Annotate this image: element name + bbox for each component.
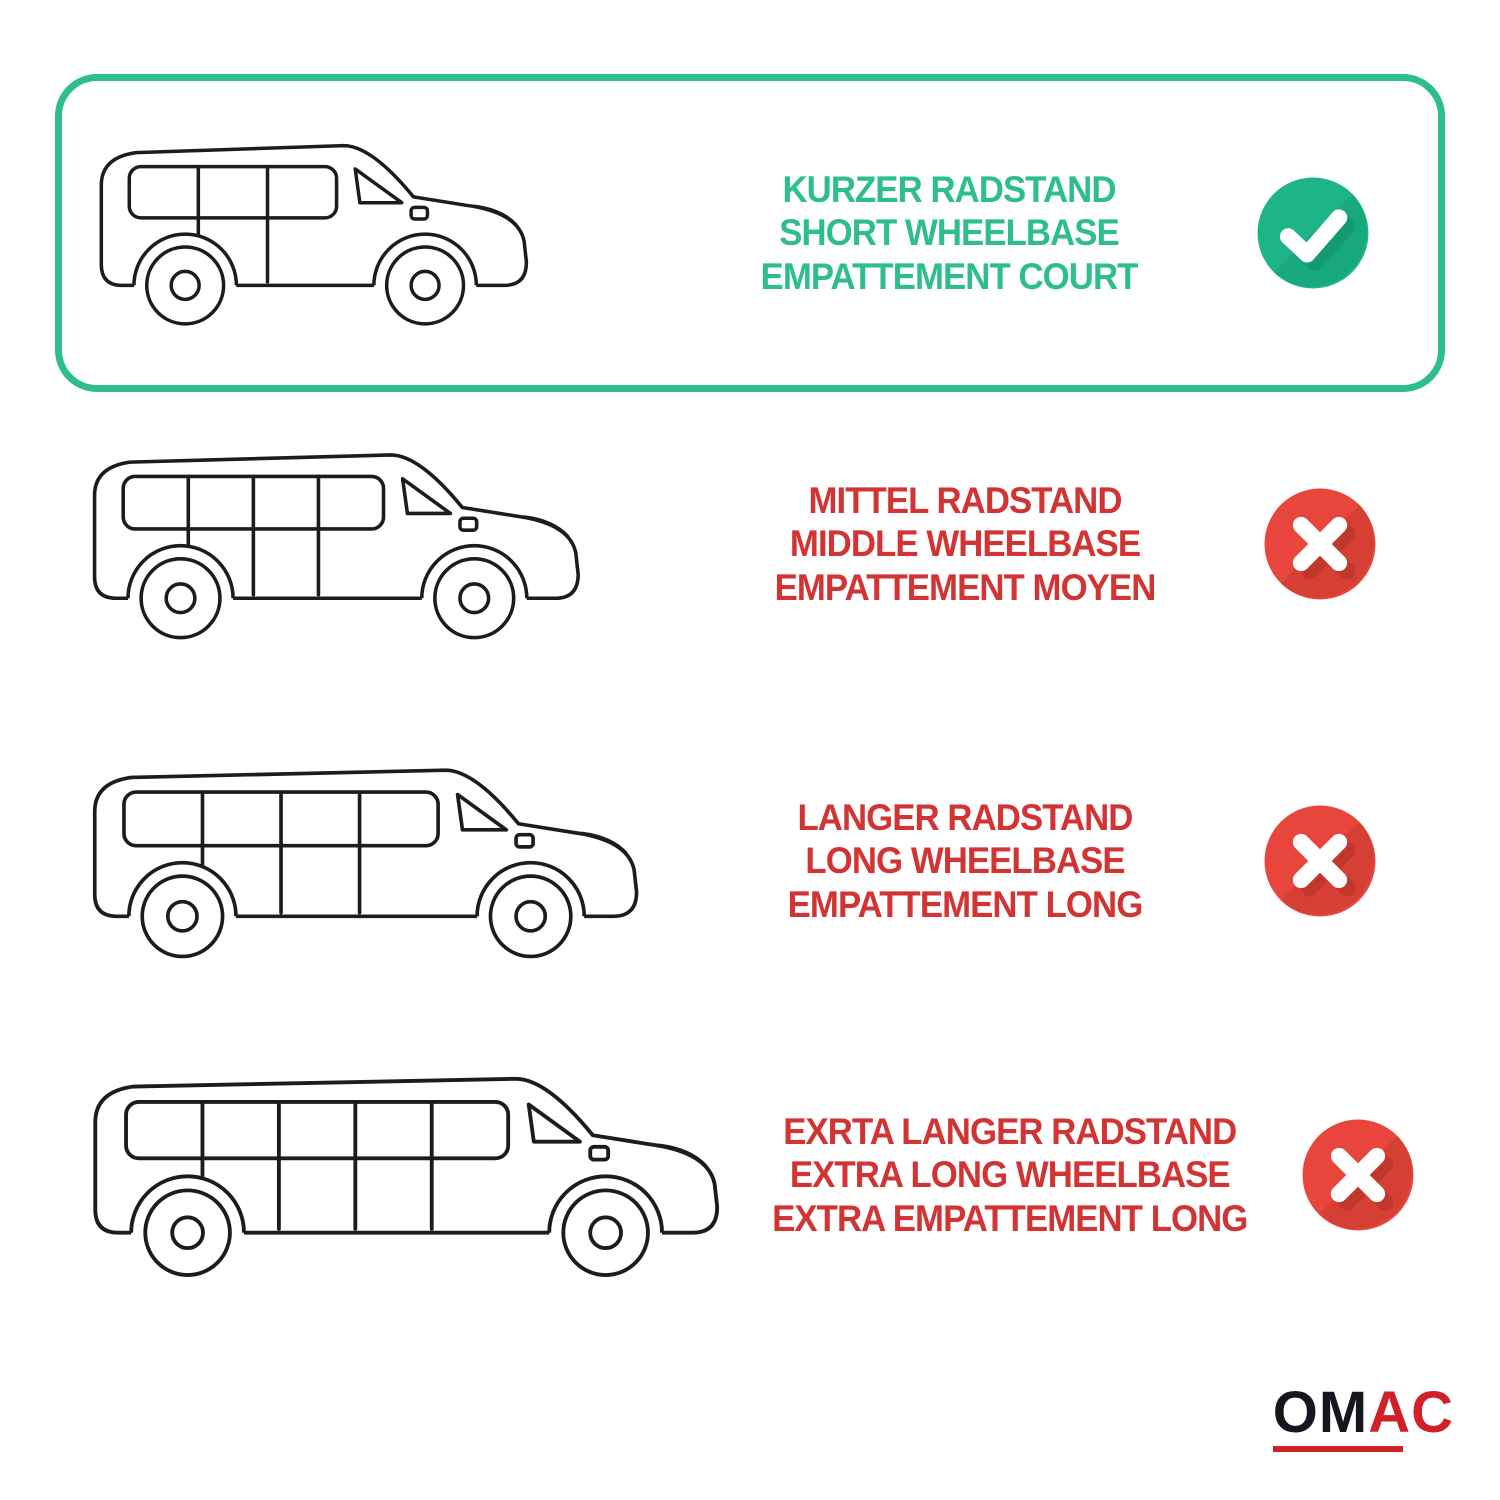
option-label: LANGER RADSTAND [797,797,1134,839]
logo-text-red: AC [1368,1380,1454,1445]
van-illustration-middle [85,443,705,646]
cross-icon [1264,805,1376,917]
option-label: SHORT WHEELBASE [779,212,1119,254]
option-labels-long: LANGER RADSTAND LONG WHEELBASE EMPATTEME… [721,796,1210,926]
option-labels-middle: MITTEL RADSTAND MIDDLE WHEELBASE EMPATTE… [721,479,1210,609]
logo-underline [1272,1446,1404,1452]
option-label: MITTEL RADSTAND [808,480,1122,522]
option-label: EXTRA EMPATTEMENT LONG [772,1197,1248,1239]
option-label: EMPATTEMENT MOYEN [774,566,1157,608]
option-label: EXTRA LONG WHEELBASE [789,1154,1231,1196]
option-label: MIDDLE WHEELBASE [789,523,1141,565]
option-label: LONG WHEELBASE [805,840,1125,882]
option-labels-extra-long: EXRTA LANGER RADSTAND EXTRA LONG WHEELBA… [772,1110,1248,1240]
status-zone [1225,802,1415,920]
option-label: KURZER RADSTAND [782,169,1116,211]
status-zone [1263,1116,1453,1234]
omac-logo: OMAC [1272,1384,1454,1452]
option-label: EXRTA LANGER RADSTAND [783,1111,1237,1153]
van-illustration-extra-long [85,1066,757,1284]
cross-icon [1302,1119,1414,1231]
option-label: EMPATTEMENT COURT [760,255,1139,297]
van-illustration-long [85,758,705,965]
logo-text-dark: OM [1272,1380,1369,1445]
cross-icon [1264,488,1376,600]
option-label: EMPATTEMENT LONG [787,883,1144,925]
status-zone [1218,174,1408,292]
option-row-long-wheelbase: LANGER RADSTAND LONG WHEELBASE EMPATTEME… [55,742,1445,980]
status-zone [1225,485,1415,603]
option-labels-short: KURZER RADSTAND SHORT WHEELBASE EMPATTEM… [696,168,1202,298]
van-illustration-short [92,134,680,332]
option-row-middle-wheelbase: MITTEL RADSTAND MIDDLE WHEELBASE EMPATTE… [55,428,1445,660]
option-row-short-wheelbase: KURZER RADSTAND SHORT WHEELBASE EMPATTEM… [55,74,1445,392]
check-icon [1257,177,1369,289]
option-row-extra-long-wheelbase: EXRTA LANGER RADSTAND EXTRA LONG WHEELBA… [55,1046,1445,1304]
omac-logo-text: OMAC [1273,1384,1454,1442]
